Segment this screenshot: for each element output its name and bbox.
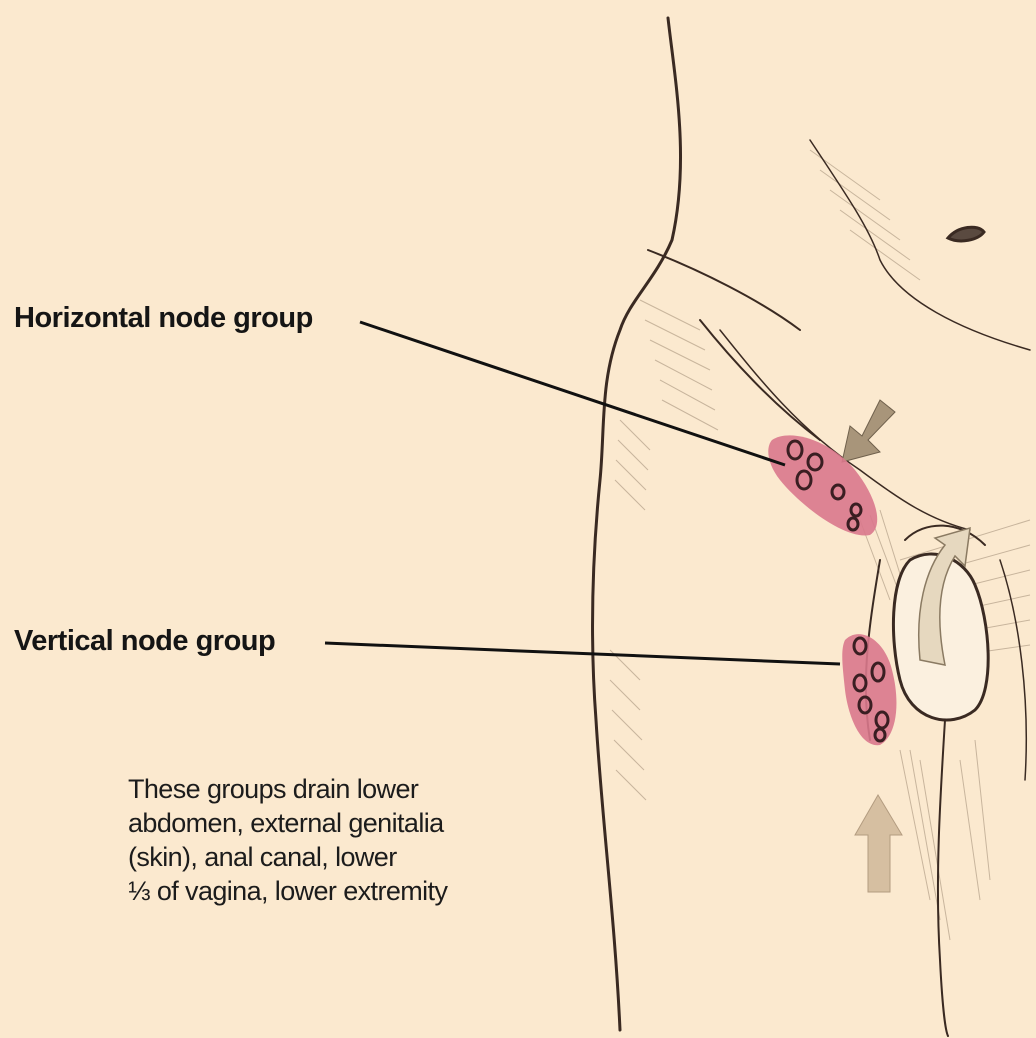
caption-line: abdomen, external genitalia <box>128 806 548 840</box>
arrow-downward-left <box>842 400 895 462</box>
caption-line: (skin), anal canal, lower <box>128 840 548 874</box>
flank-fold <box>648 250 800 330</box>
caption-line: These groups drain lower <box>128 772 548 806</box>
caption-line: ⅓ of vagina, lower extremity <box>128 874 548 908</box>
hip-crease <box>700 320 820 440</box>
label-vertical-node-group: Vertical node group <box>14 625 275 658</box>
navel <box>948 227 984 241</box>
arrow-upward <box>855 795 902 892</box>
leader-line-vertical <box>325 643 840 664</box>
drainage-caption: These groups drain lower abdomen, extern… <box>128 772 548 908</box>
abdomen-contour <box>810 140 1030 350</box>
right-thigh-contour <box>1000 560 1026 780</box>
leader-line-horizontal <box>360 322 785 465</box>
body-outline <box>593 18 1030 1036</box>
leader-lines <box>325 322 840 664</box>
vertical-node-region <box>842 634 896 745</box>
label-horizontal-node-group: Horizontal node group <box>14 302 313 335</box>
left-body-contour <box>593 18 681 1030</box>
